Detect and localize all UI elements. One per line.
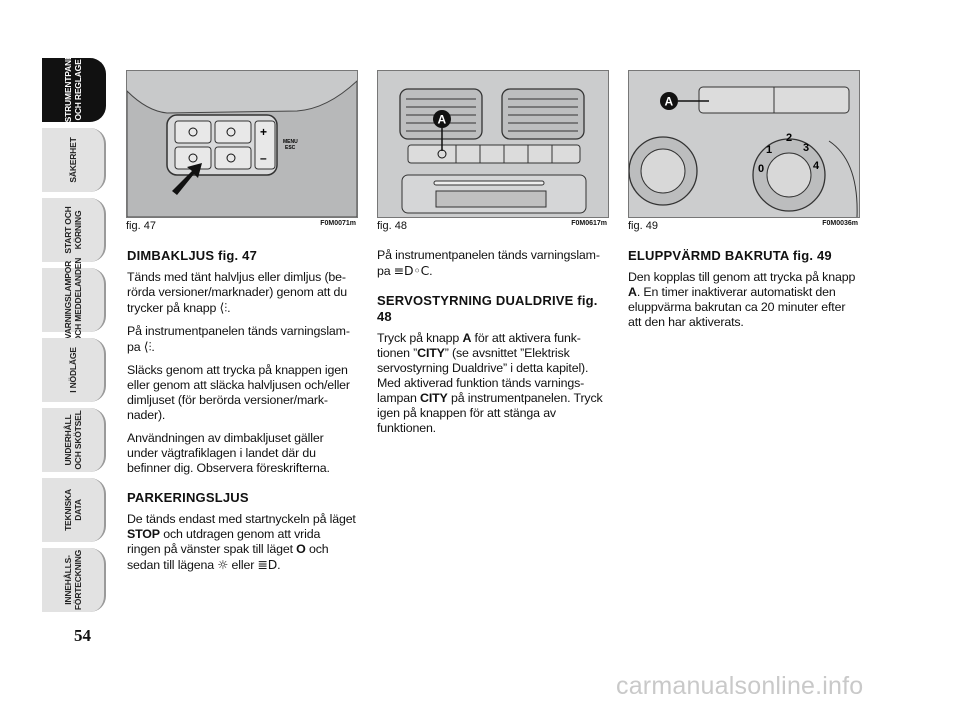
minus-label: – — [260, 151, 267, 165]
paragraph: Tryck på knapp A för att aktivera funk­t… — [377, 331, 607, 436]
tab-label: INSTRUMENTPANEL OCH REGLAGE — [63, 49, 83, 131]
parking-light-warning-icon: ≡D◦C — [393, 263, 430, 278]
tab-sakerhet[interactable]: SÄKERHET — [42, 128, 106, 192]
text-bold: A — [462, 331, 472, 345]
tab-underhall[interactable]: UNDERHÅLL OCH SKÖTSEL — [42, 408, 106, 472]
section-heading-servostyrning: SERVOSTYRNING DUALDRIVE fig. 48 — [377, 293, 598, 324]
tab-label: VARNINGSLAMPOR OCH MEDDELANDEN — [63, 257, 83, 343]
low-beam-icon: ≣D — [257, 557, 278, 572]
tab-label: I NÖDLÄGE — [68, 347, 78, 393]
paragraph: Den kopplas till genom att trycka på kna… — [628, 270, 858, 330]
tab-tekniska-data[interactable]: TEKNISKA DATA — [42, 478, 106, 542]
text-bold: STOP — [127, 527, 160, 541]
dial-3-label: 3 — [803, 142, 809, 154]
text: . En timer inaktiverar automatiskt den e… — [628, 285, 846, 329]
watermark: carmanualsonline.info — [616, 672, 864, 700]
tab-start-och-korning[interactable]: START OCH KÖRNING — [42, 198, 106, 262]
text: ” (se avsnittet ”Elektrisk servostyrning… — [377, 346, 589, 405]
column-1: DIMBAKLJUS fig. 47 Tänds med tänt halvlj… — [127, 248, 357, 581]
figure-code: F0M0071m — [320, 220, 356, 227]
text: och sedan till lägena — [127, 542, 329, 572]
column-2: På instrumentpanelen tänds varningslam­p… — [377, 248, 607, 444]
section-heading-parkeringsljus: PARKERINGSLJUS — [127, 490, 249, 505]
figure-number: fig. 47 — [126, 220, 156, 232]
paragraph: Användningen av dimbakljuset gäller unde… — [127, 431, 330, 475]
text-bold: A — [628, 285, 637, 299]
text-bold: CITY — [417, 346, 445, 360]
climate-control-illustration: A 1 2 3 0 4 — [629, 71, 859, 217]
text: . — [151, 340, 155, 354]
paragraph: De tänds endast med startnyckeln på lä­g… — [127, 512, 357, 573]
tab-label: TEKNISKA DATA — [63, 489, 83, 531]
marker-a-icon — [660, 92, 678, 110]
text: På instrumentpanelen tänds varningslam­p… — [377, 248, 600, 278]
text: . — [227, 301, 231, 315]
paragraph: Släcks genom att trycka på knappen igen … — [127, 363, 350, 422]
text-bold: CITY — [420, 391, 448, 405]
tab-instrumentpanel[interactable]: INSTRUMENTPANEL OCH REGLAGE — [42, 50, 106, 130]
text: De tänds endast med startnyckeln på lä­g… — [127, 512, 356, 526]
tab-label: UNDERHÅLL OCH SKÖTSEL — [63, 410, 83, 470]
plus-label: + — [260, 125, 267, 139]
paragraph: På instrumentpanelen tänds varningslam­p… — [377, 248, 607, 279]
figure-49-caption: fig. 49 F0M0036m — [628, 220, 858, 234]
column-3: ELUPPVÄRMD BAKRUTA fig. 49 Den kopplas t… — [628, 248, 858, 338]
text: . — [277, 558, 281, 572]
text: . — [429, 264, 433, 278]
section-heading-eluppvarmd-bakruta: ELUPPVÄRMD BAKRUTA fig. 49 — [628, 248, 832, 263]
dial-4-label: 4 — [813, 160, 820, 172]
tab-label: SÄKERHET — [68, 137, 78, 183]
tab-innehallsforteckning[interactable]: INNEHÅLLS- FÖRTECKNING — [42, 548, 106, 612]
figure-49: A 1 2 3 0 4 — [628, 70, 860, 218]
figure-48-caption: fig. 48 F0M0617m — [377, 220, 607, 234]
marker-a-label: A — [438, 113, 447, 127]
text: och utdragen genom att vrida ringen på v… — [127, 527, 321, 556]
figure-47-caption: fig. 47 F0M0071m — [126, 220, 356, 234]
section-heading-dimbakljus: DIMBAKLJUS fig. 47 — [127, 248, 258, 263]
fog-light-icon: ⟨⫶ — [143, 339, 152, 354]
figure-number: fig. 48 — [377, 220, 407, 232]
figure-48: A — [377, 70, 609, 218]
text: för att aktivera funk­tionen ” — [377, 331, 581, 360]
tab-label: START OCH KÖRNING — [63, 206, 83, 254]
figure-number: fig. 49 — [628, 220, 658, 232]
figure-code: F0M0617m — [571, 220, 607, 227]
tab-label: INNEHÅLLS- FÖRTECKNING — [63, 549, 83, 611]
dial-2-label: 2 — [786, 132, 792, 144]
tab-i-nodlage[interactable]: I NÖDLÄGE — [42, 338, 106, 402]
tab-varningslampor[interactable]: VARNINGSLAMPOR OCH MEDDELANDEN — [42, 258, 106, 342]
text: Den kopplas till genom att trycka på kna… — [628, 270, 856, 284]
text: Tryck på knapp — [377, 331, 463, 345]
figure-code: F0M0036m — [822, 220, 858, 227]
text: På instrumentpanelen tänds varningslam­p… — [127, 324, 350, 354]
paragraph: På instrumentpanelen tänds varningslam­p… — [127, 324, 357, 355]
dashboard-centre-illustration: A — [378, 71, 608, 217]
text: på instrumentpanelen. Tryck igen på knap… — [377, 391, 603, 435]
text: eller — [228, 558, 258, 572]
arrow-icon — [172, 163, 202, 195]
dial-1-label: 1 — [766, 144, 772, 156]
dial-0-label: 0 — [758, 163, 764, 175]
parking-light-icon: ☼ — [217, 557, 229, 572]
fog-light-icon: ⟨⫶ — [219, 300, 228, 315]
marker-a-label: A — [665, 95, 674, 109]
text-bold: O — [296, 542, 306, 556]
paragraph: Tänds med tänt halvljus eller dimljus (b… — [127, 270, 357, 316]
page-number: 54 — [74, 626, 91, 645]
marker-a-icon — [433, 110, 451, 128]
text: Tänds med tänt halvljus eller dimljus (b… — [127, 270, 348, 315]
